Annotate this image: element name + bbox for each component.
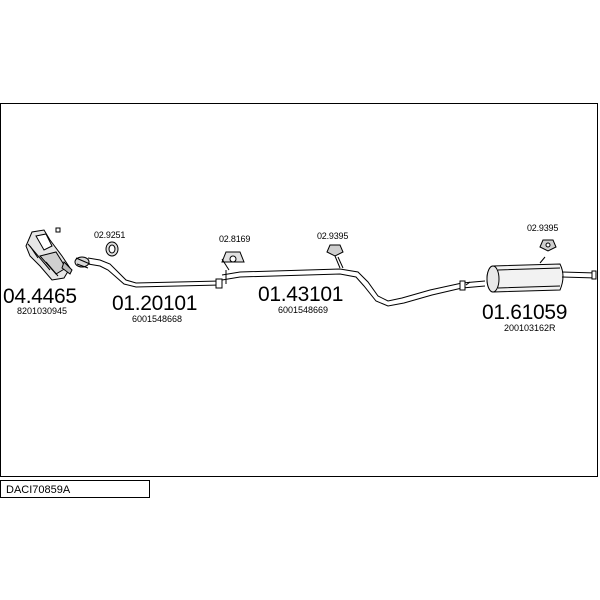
flex-joint-icon <box>74 256 91 269</box>
diagram-frame <box>0 103 598 477</box>
model-code-box: DACI70859A <box>0 480 150 498</box>
clip-code: 02.9395 <box>527 223 559 233</box>
hanger-icon <box>326 244 344 269</box>
model-code: DACI70859A <box>6 484 71 496</box>
part-reference: 6001548669 <box>278 305 329 315</box>
rear-silencer-icon <box>486 256 597 293</box>
clip-code: 02.8169 <box>219 234 251 244</box>
front-pipe-icon <box>87 257 223 289</box>
part-code: 01.61059 <box>482 301 568 324</box>
clip-code: 02.9251 <box>94 230 126 240</box>
part-code: 04.4465 <box>3 285 77 308</box>
middle-pipe-icon <box>221 268 486 307</box>
leader-lines <box>27 243 471 286</box>
part-reference: 200103162R <box>504 323 556 333</box>
clip-code: 02.9395 <box>317 231 349 241</box>
part-code: 01.20101 <box>112 292 198 315</box>
part-reference: 8201030945 <box>17 306 68 316</box>
catalytic-converter-icon <box>25 227 73 281</box>
part-code: 01.43101 <box>258 283 344 306</box>
part-reference: 6001548668 <box>132 314 183 324</box>
hanger-icon <box>221 251 245 263</box>
clamp-icon <box>105 241 119 257</box>
hanger-icon <box>539 239 557 252</box>
